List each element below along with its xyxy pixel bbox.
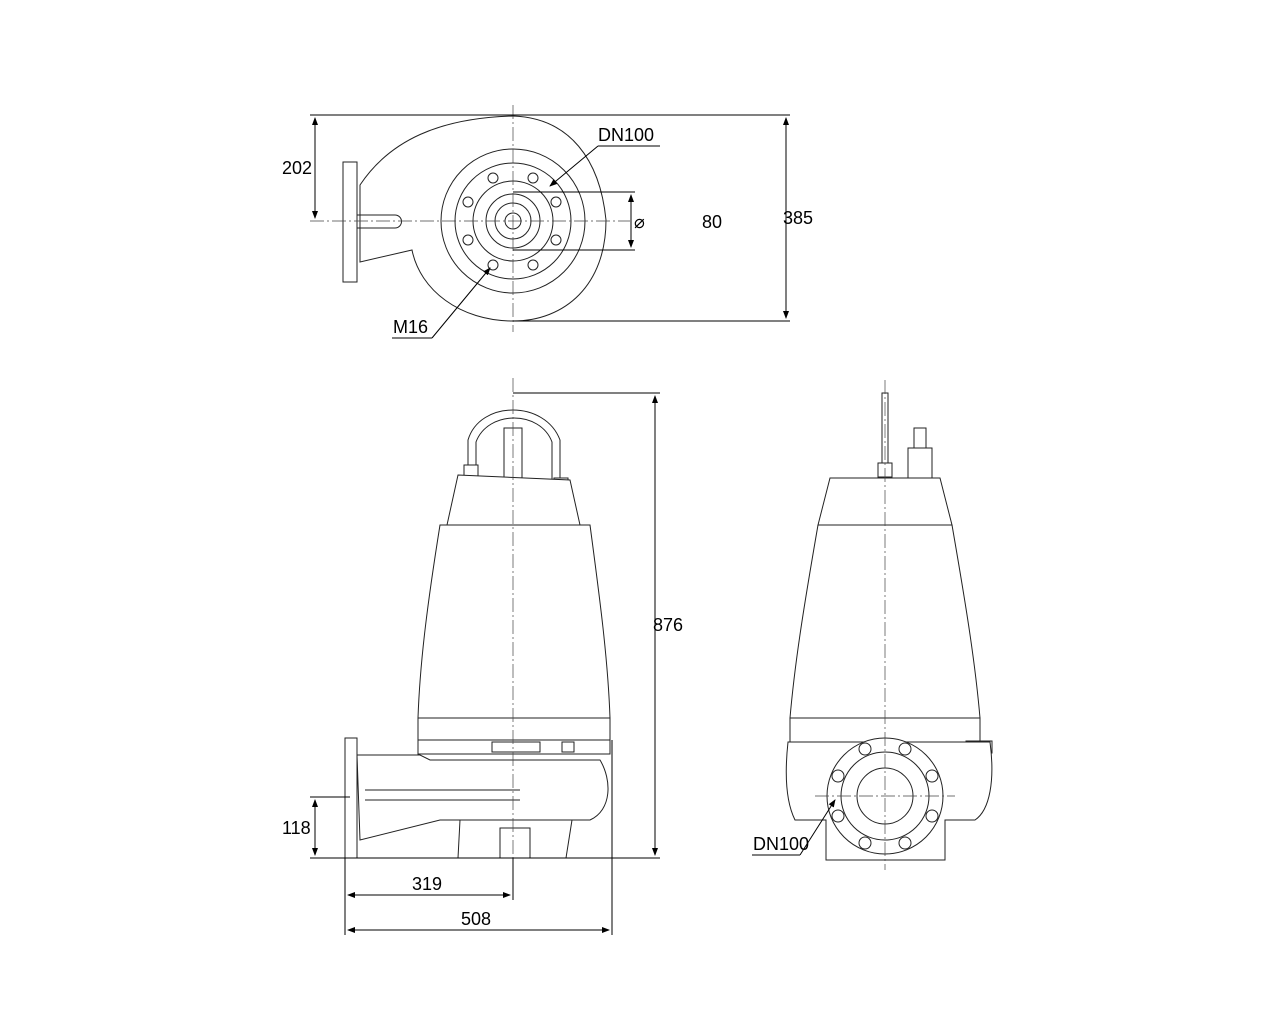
dim-80: 80 [702, 212, 722, 232]
front-view: 876 118 319 508 [282, 378, 683, 935]
outlet-flange [342, 161, 358, 283]
dim-508: 508 [461, 909, 491, 929]
motor-housing [417, 524, 611, 719]
diameter-symbol: ⌀ [634, 212, 645, 232]
side-view: DN100 [752, 380, 993, 870]
volute-casing [359, 115, 607, 322]
dim-319: 319 [412, 874, 442, 894]
bolt-holes [462, 172, 562, 271]
dim-202: 202 [282, 158, 312, 178]
label-dn100-top: DN100 [598, 125, 654, 145]
dim-385: 385 [783, 208, 813, 228]
flange-bolts [831, 742, 939, 850]
top-view: 202 385 ⌀ 80 DN100 M16 [282, 105, 813, 339]
label-dn100-side: DN100 [753, 834, 809, 854]
label-m16: M16 [393, 317, 428, 337]
outlet-nozzle [357, 214, 402, 229]
outlet-flange-front [344, 737, 358, 859]
dim-876: 876 [653, 615, 683, 635]
dim-118: 118 [282, 818, 311, 838]
top-cover [446, 474, 581, 526]
